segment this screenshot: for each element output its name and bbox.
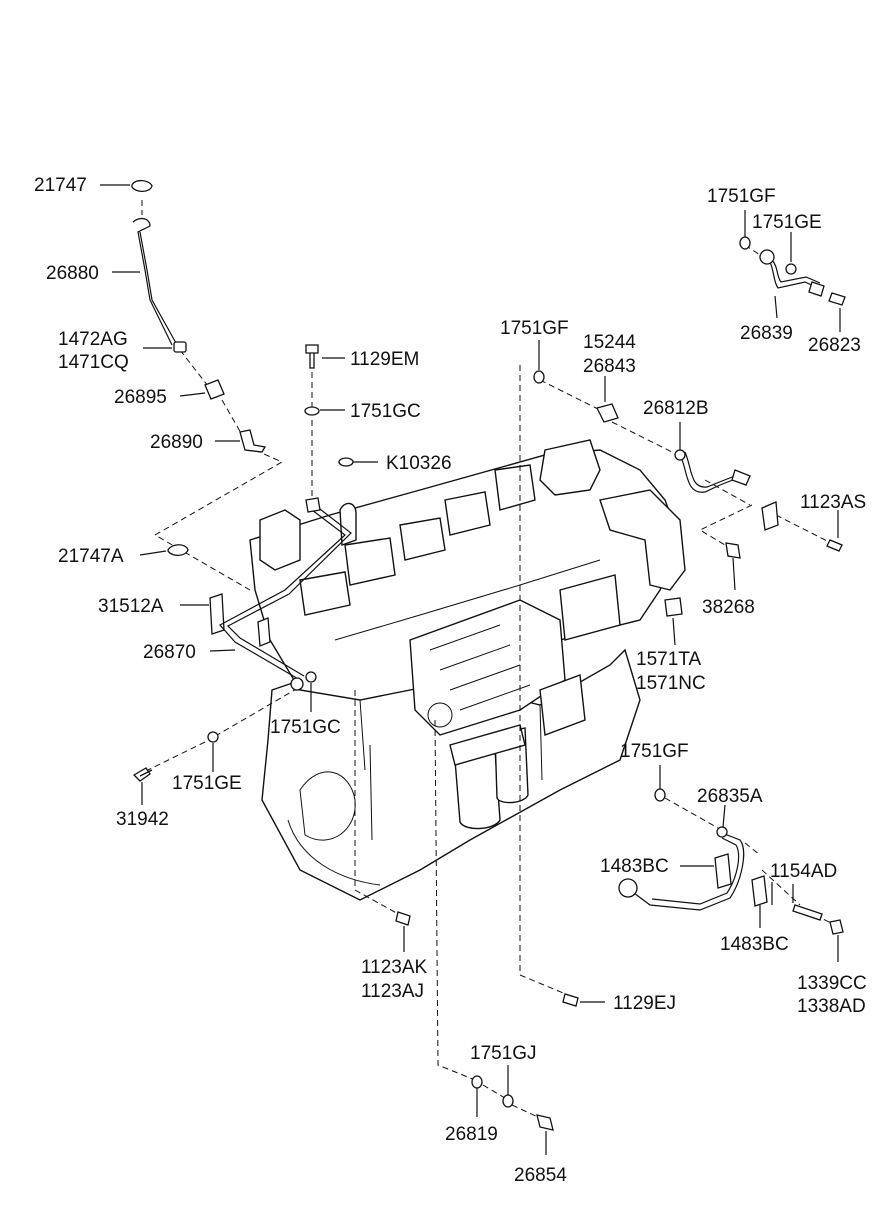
- sleeve-26895: [204, 379, 225, 400]
- label-1123AK: 1123AK: [361, 957, 428, 978]
- label-26843: 26843: [583, 356, 636, 377]
- bolt-1123AK: [395, 911, 411, 926]
- label-38268: 38268: [702, 597, 755, 618]
- clamp-1483BC-upper: [714, 853, 732, 889]
- bolt-1123AS: [826, 539, 843, 552]
- stud-1154AD: [792, 904, 823, 921]
- bracket: [761, 501, 779, 531]
- label-1471CQ: 1471CQ: [58, 352, 129, 373]
- label-26890: 26890: [150, 432, 203, 453]
- label-1751GC-upper: 1751GC: [350, 401, 421, 422]
- fitting-26854: [536, 1114, 554, 1131]
- seal-K10326: [338, 457, 354, 467]
- washer-1751GC-upper: [304, 406, 320, 416]
- label-15244: 15244: [583, 332, 636, 353]
- label-26835A: 26835A: [697, 786, 763, 807]
- pipe-26870: [219, 509, 346, 681]
- label-31512A: 31512A: [98, 596, 164, 617]
- plug-1571TA: [664, 597, 683, 617]
- label-leaders: [100, 184, 841, 1155]
- label-26880: 26880: [46, 263, 99, 284]
- washer-1751GE-left: [207, 731, 219, 743]
- hose-26835A: [629, 832, 745, 911]
- hose-26812B: [679, 454, 739, 493]
- washer-1751GC-lower: [305, 671, 317, 683]
- washer-1751GF-right: [654, 788, 666, 802]
- label-1339CC: 1339CC: [797, 973, 867, 994]
- washer-1751GF-topright: [739, 236, 751, 250]
- engine-assembly: [249, 439, 686, 901]
- bolt-26823: [828, 292, 846, 306]
- label-1751GC-lower: 1751GC: [270, 717, 341, 738]
- sensor-38268: [725, 542, 741, 559]
- label-1129EM: 1129EM: [350, 349, 419, 370]
- label-1571TA: 1571TA: [636, 649, 701, 670]
- label-1571NC: 1571NC: [636, 673, 706, 694]
- washer-1751GE-topright: [785, 263, 797, 275]
- label-1483BC-upper: 1483BC: [600, 856, 669, 877]
- bolt-1129EJ: [562, 993, 579, 1007]
- label-31942: 31942: [116, 809, 169, 830]
- label-26819: 26819: [445, 1124, 498, 1145]
- label-1154AD: 1154AD: [770, 861, 837, 882]
- label-1472AG: 1472AG: [58, 329, 128, 350]
- connector-15244: [596, 403, 619, 423]
- clamp-1483BC-lower: [751, 875, 768, 907]
- nut-1339CC: [829, 919, 844, 935]
- label-26870: 26870: [143, 642, 196, 663]
- gasket-21747A: [167, 544, 189, 557]
- label-K10326: K10326: [386, 453, 452, 474]
- label-26839: 26839: [740, 323, 793, 344]
- label-1123AJ: 1123AJ: [361, 981, 424, 1002]
- washer-1751GJ: [502, 1094, 514, 1108]
- label-1483BC-lower: 1483BC: [720, 934, 789, 955]
- washer-1751GF-center: [533, 370, 545, 384]
- gasket-21747: [131, 179, 153, 193]
- bolt-31942: [132, 767, 153, 782]
- label-1751GE-topright: 1751GE: [752, 212, 822, 233]
- label-26812B: 26812B: [643, 398, 709, 419]
- label-1751GJ: 1751GJ: [470, 1043, 537, 1064]
- label-1129EJ: 1129EJ: [613, 993, 676, 1014]
- label-1751GF-topright: 1751GF: [707, 186, 776, 207]
- tube-end-26890: [239, 429, 267, 453]
- label-1751GF-right: 1751GF: [620, 741, 689, 762]
- label-26854: 26854: [514, 1165, 567, 1186]
- parts: [131, 179, 846, 1131]
- dashed-guides: [141, 200, 836, 1119]
- label-1338AD: 1338AD: [797, 996, 866, 1017]
- label-1751GE-left: 1751GE: [172, 773, 242, 794]
- washer-26819: [471, 1075, 483, 1089]
- part-labels: 21747 26880 1472AG 1471CQ 26895 26890 21…: [34, 175, 867, 1186]
- bolt-1129EM: [305, 344, 319, 369]
- label-21747: 21747: [34, 175, 87, 196]
- label-1751GF-center: 1751GF: [500, 318, 569, 339]
- label-26823: 26823: [808, 335, 861, 356]
- label-1123AS: 1123AS: [800, 492, 866, 513]
- label-21747A: 21747A: [58, 546, 124, 567]
- dipstick-tube-26880: [132, 217, 173, 346]
- label-26895: 26895: [114, 387, 167, 408]
- plug-1472AG: [173, 341, 187, 353]
